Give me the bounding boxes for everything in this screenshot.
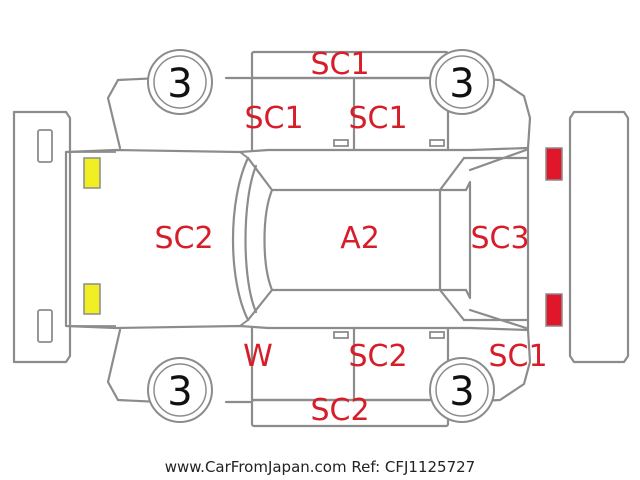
code-right-front-door: W — [243, 339, 273, 374]
front-right-lamp — [83, 283, 101, 315]
wheel-rear-right: 3 — [429, 357, 495, 423]
code-roof: A2 — [340, 221, 380, 256]
rear-bumper — [568, 110, 630, 364]
wheel-front-left: 3 — [147, 49, 213, 115]
wheel-rear-right-grade: 3 — [449, 369, 474, 415]
code-left-rear-door: SC1 — [348, 101, 407, 136]
footer-reference: www.CarFromJapan.com Ref: CFJ1125727 — [165, 458, 475, 476]
code-right-side-sill: SC2 — [310, 393, 369, 428]
car-body — [64, 76, 532, 404]
rear-right-lamp — [545, 293, 563, 327]
wheel-front-right: 3 — [147, 357, 213, 423]
code-hood: SC2 — [154, 221, 213, 256]
front-left-lamp — [83, 157, 101, 189]
code-right-rear-quarter: SC1 — [488, 339, 547, 374]
wheel-rear-left-grade: 3 — [449, 61, 474, 107]
rear-left-lamp — [545, 147, 563, 181]
cabin — [231, 148, 530, 330]
code-right-rear-door: SC2 — [348, 339, 407, 374]
code-trunk: SC3 — [470, 221, 529, 256]
code-left-side-sill: SC1 — [310, 47, 369, 82]
front-bumper — [12, 110, 72, 364]
wheel-front-left-grade: 3 — [167, 61, 192, 107]
wheel-front-right-grade: 3 — [167, 369, 192, 415]
code-left-front-door: SC1 — [244, 101, 303, 136]
wheel-rear-left: 3 — [429, 49, 495, 115]
